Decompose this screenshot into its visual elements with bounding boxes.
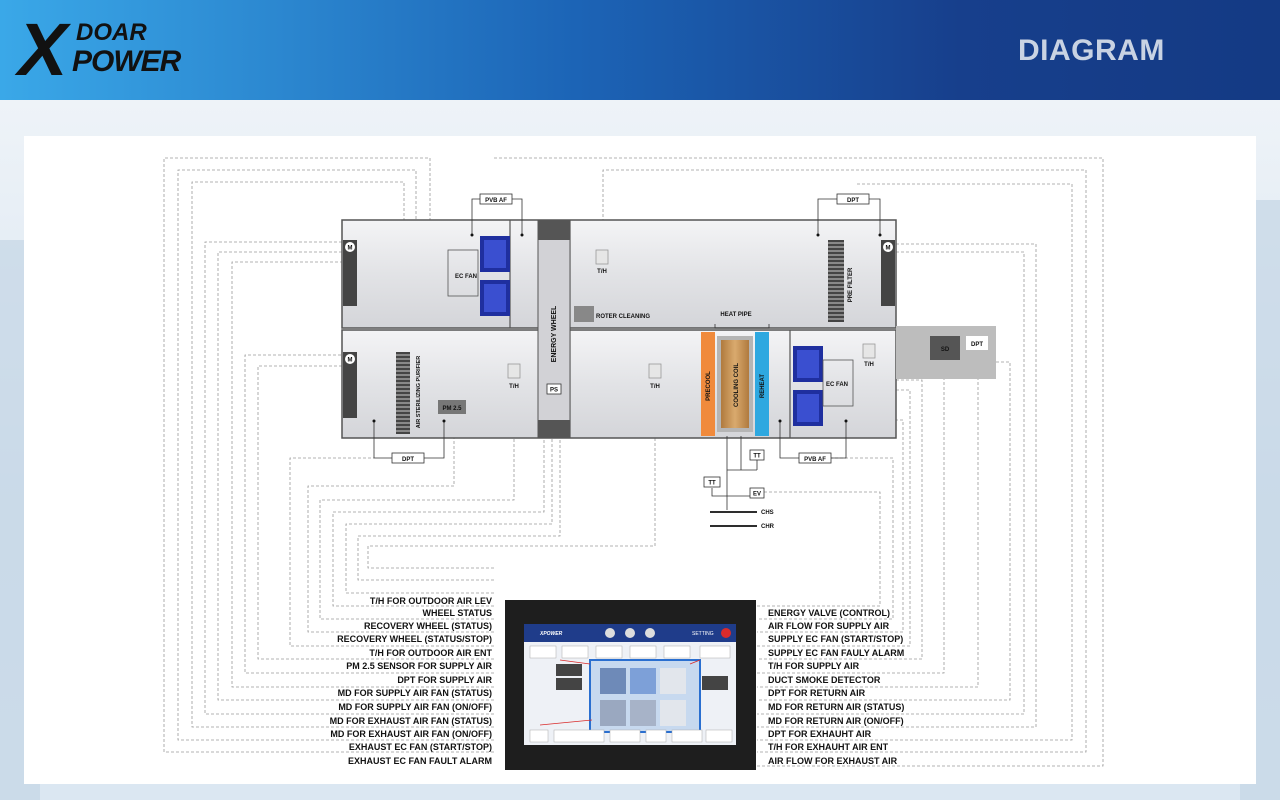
filter-icon <box>396 352 410 434</box>
signal-label: WHEEL STATUS <box>422 608 493 618</box>
ev-tag <box>749 487 765 499</box>
svg-text:DPT: DPT <box>847 198 859 204</box>
signal-label: T/H FOR OUTDOOR AIR ENT <box>369 648 492 658</box>
hmi-setting-label[interactable]: SETTING <box>692 631 714 637</box>
svg-text:PVB AF: PVB AF <box>804 457 826 463</box>
chs-label: CHS <box>761 510 774 516</box>
tt-tag <box>703 476 721 488</box>
signal-label: MD FOR SUPPLY AIR FAN (STATUS) <box>337 688 492 698</box>
sensor-icon <box>507 363 521 379</box>
motor-icon: M <box>343 352 357 418</box>
signal-label: T/H FOR EXHAUHT AIR ENT <box>768 742 889 752</box>
ec-fan-icon <box>480 236 510 316</box>
svg-text:M: M <box>886 246 891 252</box>
svg-text:TT: TT <box>708 481 716 487</box>
svg-text:T/H: T/H <box>509 384 519 390</box>
energy-wheel <box>537 219 571 439</box>
signal-label: MD FOR EXHAUST AIR FAN (STATUS) <box>329 716 492 726</box>
svg-text:TT: TT <box>753 454 761 460</box>
signal-label: DUCT SMOKE DETECTOR <box>768 675 881 685</box>
signal-label: MD FOR SUPPLY AIR FAN (ON/OFF) <box>338 702 492 712</box>
signal-label: EXHAUST EC FAN FAULT ALARM <box>348 756 492 766</box>
signal-label: AIR FLOW FOR EXHAUST AIR <box>768 756 898 766</box>
signal-label: DPT FOR SUPPLY AIR <box>397 675 492 685</box>
signal-label: RECOVERY WHEEL (STATUS/STOP) <box>337 634 492 644</box>
chr-label: CHR <box>761 524 775 530</box>
chilled-water-piping <box>711 436 758 510</box>
precool-coil <box>701 332 715 436</box>
logo-bottom-word: POWER <box>72 45 181 78</box>
svg-text:T/H: T/H <box>650 384 660 390</box>
svg-text:PM 2.5: PM 2.5 <box>442 406 462 412</box>
svg-text:M: M <box>348 358 353 364</box>
svg-text:COOLING COIL: COOLING COIL <box>734 363 740 407</box>
cooling-coil <box>721 340 749 428</box>
svg-text:REHEAT: REHEAT <box>760 374 766 399</box>
filter-icon <box>828 240 844 322</box>
svg-text:PRECOOL: PRECOOL <box>706 371 712 401</box>
logo-top-word: DOAR <box>76 19 147 46</box>
signal-label: T/H FOR SUPPLY AIR <box>768 661 860 671</box>
sensor-icon <box>862 343 876 359</box>
signal-label: DPT FOR RETURN AIR <box>768 688 866 698</box>
svg-text:DPT: DPT <box>402 457 414 463</box>
signal-label: AIR FLOW FOR SUPPLY AIR <box>768 621 890 631</box>
signal-label: ENERGY VALVE (CONTROL) <box>768 608 891 618</box>
ec-fan-top-label: EC FAN <box>455 274 477 280</box>
wheel-cap-bottom <box>538 420 570 438</box>
svg-text:M: M <box>348 246 353 252</box>
logo-x-mark: X <box>18 8 67 91</box>
signal-label: MD FOR RETURN AIR (STATUS) <box>768 702 905 712</box>
tt-tag <box>749 449 765 461</box>
signal-label: RECOVERY WHEEL (STATUS) <box>363 621 492 631</box>
wheel-cap-top <box>538 220 570 240</box>
sensor-icon <box>595 249 609 265</box>
svg-text:DPT: DPT <box>971 342 983 348</box>
ec-fan-icon <box>793 346 823 426</box>
motor-icon: M <box>881 240 895 306</box>
upper-air-handler-casing <box>341 219 897 329</box>
svg-text:EV: EV <box>753 492 761 498</box>
signal-label: SUPPLY EC FAN (START/STOP) <box>768 634 904 644</box>
roter-cleaning-unit <box>574 306 594 322</box>
signal-label: SUPPLY EC FAN FAULY ALARM <box>768 648 905 658</box>
ps-tag <box>546 383 562 395</box>
svg-text:XPOWER: XPOWER <box>539 631 563 637</box>
energy-wheel-label: ENERGY WHEEL <box>551 305 558 362</box>
svg-text:PVB AF: PVB AF <box>485 198 507 204</box>
air-purifier-label: AIR STERILIZING PURIFIER <box>416 356 422 428</box>
duct-dpt-tag <box>966 336 988 350</box>
motor-icon: M <box>343 240 357 306</box>
control-wiring <box>163 157 1104 767</box>
signal-label: T/H FOR OUTDOOR AIR LEV <box>369 596 492 606</box>
pm25-sensor <box>438 400 466 414</box>
doar-xpower-logo: X DOAR POWER <box>18 10 188 90</box>
smoke-detector <box>930 336 960 360</box>
signal-label: DPT FOR EXHAUHT AIR <box>768 729 872 739</box>
heat-pipe-label: HEAT PIPE <box>720 312 751 318</box>
ec-fan-bottom-label: EC FAN <box>826 382 848 388</box>
signal-label: PM 2.5 SENSOR FOR SUPPLY AIR <box>346 661 492 671</box>
page-title: DIAGRAM <box>1018 34 1165 67</box>
svg-text:T/H: T/H <box>864 362 874 368</box>
sensor-icon <box>648 363 662 379</box>
pre-filter-label: PRE FILTER <box>848 267 854 302</box>
svg-text:SD: SD <box>941 347 950 353</box>
th-top-label: T/H <box>597 269 607 275</box>
reheat-coil <box>755 332 769 436</box>
roter-cleaning-label: ROTER CLEANING <box>596 314 650 320</box>
signal-label: MD FOR RETURN AIR (ON/OFF) <box>768 716 904 726</box>
signal-label: EXHAUST EC FAN (START/STOP) <box>348 742 492 752</box>
header-bar: X DOAR POWER DIAGRAM <box>0 0 1280 100</box>
signal-label: MD FOR EXHAUST AIR FAN (ON/OFF) <box>330 729 492 739</box>
svg-text:PS: PS <box>550 388 558 394</box>
